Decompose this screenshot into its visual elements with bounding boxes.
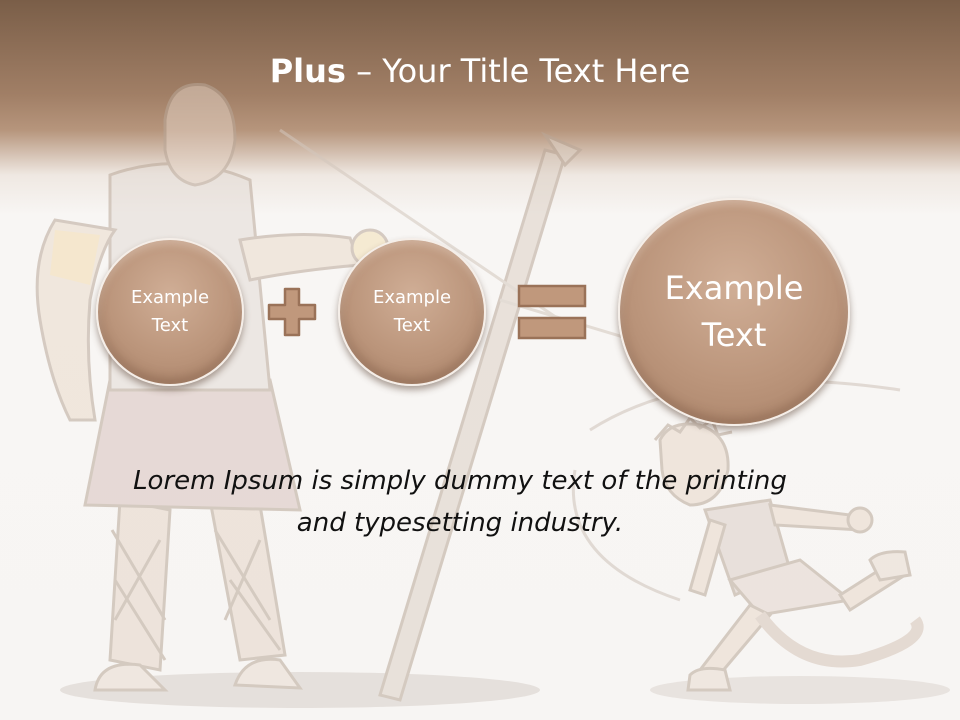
title-text: – Your Title Text Here: [345, 52, 691, 90]
circle-1-line1: Example: [130, 287, 210, 308]
title-bold-text: Plus: [269, 52, 346, 90]
slide-title: Plus – Your Title Text Here: [0, 52, 960, 90]
circle-2-label: Example Text: [352, 284, 472, 340]
circle-3-line2: Text: [701, 316, 767, 354]
circle-3-line1: Example: [664, 269, 804, 307]
caption-line-2: and typesetting industry.: [296, 508, 624, 538]
circle-1-line2: Text: [151, 315, 189, 336]
circle-3-label: Example Text: [639, 265, 829, 359]
caption-text: Lorem Ipsum is simply dummy text of the …: [100, 460, 820, 544]
circle-1-label: Example Text: [110, 284, 230, 340]
circle-2-line1: Example: [372, 287, 452, 308]
caption-line-1: Lorem Ipsum is simply dummy text of the …: [133, 466, 787, 496]
equals-icon: [517, 284, 587, 340]
example-circle-result[interactable]: Example Text: [618, 198, 850, 426]
example-circle-2[interactable]: Example Text: [338, 238, 486, 386]
plus-icon: [267, 287, 317, 337]
example-circle-1[interactable]: Example Text: [96, 238, 244, 386]
circle-2-line2: Text: [393, 315, 431, 336]
